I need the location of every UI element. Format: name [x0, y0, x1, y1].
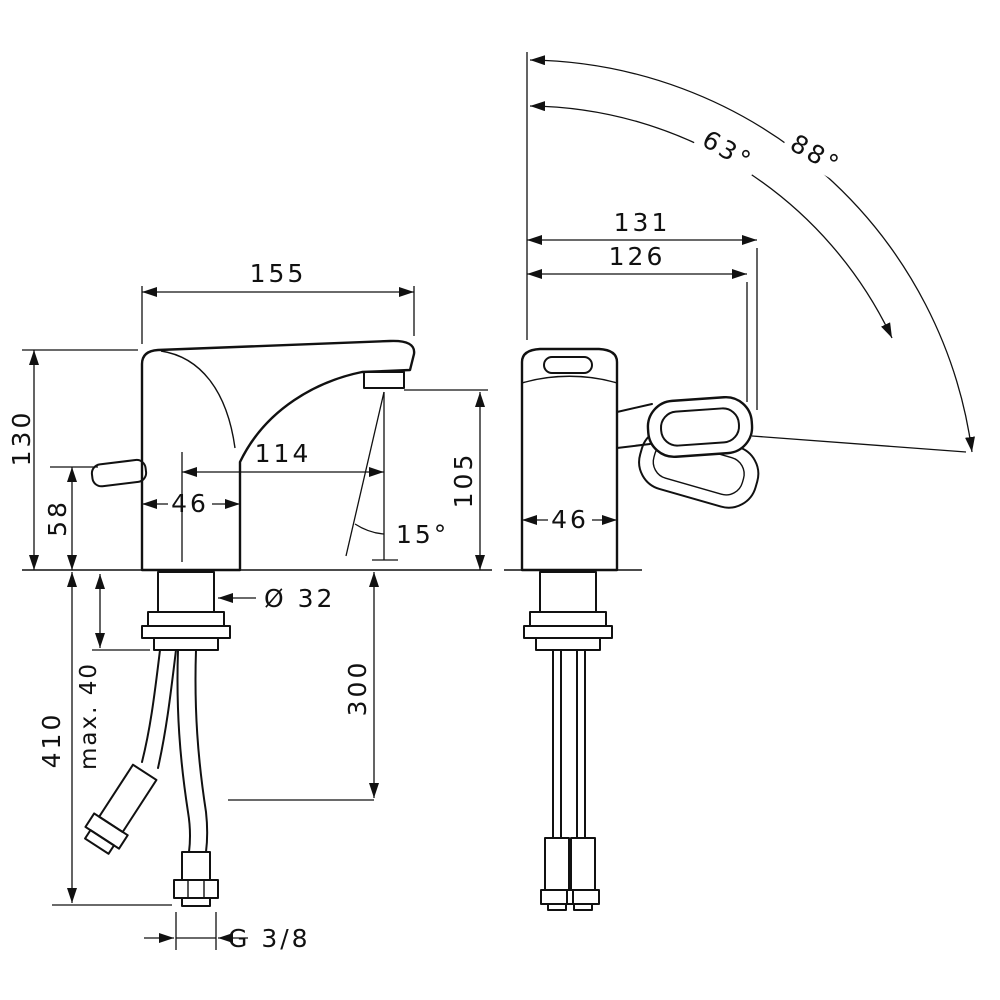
swing-label-inner: 63°: [692, 117, 766, 179]
dim-handle-height-58: 58: [43, 466, 98, 570]
dim-label-155: 155: [250, 259, 307, 288]
mounting-nut-right-1: [529, 611, 607, 627]
dim-spout-reach-114: 114: [181, 439, 384, 562]
handle-lever: [90, 458, 148, 488]
dim-label-dia32: Ø 32: [264, 584, 335, 613]
hose-a-braid: [181, 851, 211, 881]
front-view-drawing: [504, 347, 760, 911]
handle-main: [646, 395, 754, 459]
pipe2-braid: [570, 837, 596, 891]
supply-pipes: [552, 649, 586, 839]
dim-label-46-front: 46: [551, 505, 589, 534]
spout-inner-curve: [160, 350, 236, 449]
threaded-shank-right: [539, 571, 597, 613]
dim-height-130: 130: [7, 349, 138, 570]
dim-body-width-46-front: 46: [522, 505, 617, 534]
dim-label-15deg: 15°: [396, 520, 449, 549]
swing-label-outer: 88°: [780, 121, 854, 183]
dim-label-105: 105: [449, 452, 478, 509]
dim-body-width-46-side: 46: [142, 489, 240, 518]
pipe2-tip: [573, 903, 593, 911]
dim-label-300: 300: [343, 660, 372, 717]
hose-b-tip: [84, 829, 115, 855]
hose-a-tip: [181, 897, 211, 907]
dim-outlet-height-105: 105: [404, 389, 488, 570]
hose-a-hex-facets: [187, 880, 205, 898]
handle-lever-outline: [90, 458, 148, 488]
hose-b-fitting: [84, 763, 158, 855]
hose-b-edge1: [141, 649, 161, 763]
hose-a-edge2: [194, 649, 209, 853]
hose-a-hex-nut: [173, 879, 219, 899]
dim-spout-length-155: 155: [141, 259, 415, 344]
aerator: [363, 371, 405, 389]
mounting-nut-left-1: [147, 611, 225, 627]
hose-a-edge1: [176, 649, 191, 853]
dim-deck-max-40: max. 40: [76, 574, 150, 770]
threaded-shank-left: [157, 571, 215, 613]
pipe1-braid: [544, 837, 570, 891]
mounting-nut-right-3: [535, 637, 601, 651]
mounting-nut-left-3: [153, 637, 219, 651]
handle-main-outer: [646, 395, 754, 459]
dim-label-130: 130: [7, 410, 36, 467]
pipe1-hex-nut: [540, 889, 574, 905]
mounting-nut-left-2: [141, 625, 231, 639]
dim-label-410: 410: [37, 712, 66, 769]
side-view-drawing: [22, 339, 492, 907]
dim-label-126: 126: [609, 242, 666, 271]
dim-label-g38: G 3/8: [228, 924, 311, 953]
pipe1-tip: [547, 903, 567, 911]
dim-overall-height-410: 410: [37, 572, 172, 906]
dim-stream-angle-15: 15°: [345, 391, 449, 561]
pipe2-hex-nut: [566, 889, 600, 905]
dim-handle-swing-arcs: 63° 88°: [526, 52, 975, 453]
dim-hole-diameter-32: Ø 32: [218, 584, 335, 613]
mounting-nut-right-2: [523, 625, 613, 639]
hose-b-edge2: [157, 649, 177, 769]
dim-label-58: 58: [43, 499, 72, 537]
dim-label-114: 114: [255, 439, 312, 468]
dim-label-46-side: 46: [171, 489, 209, 518]
handle-axis-line: [751, 435, 967, 453]
dim-label-max40: max. 40: [76, 662, 102, 770]
dim-label-131: 131: [614, 208, 671, 237]
dim-hose-length-300: 300: [228, 572, 379, 801]
dim-thread-g38: G 3/8: [144, 912, 311, 953]
faucet-body-front-outline: [520, 347, 619, 572]
